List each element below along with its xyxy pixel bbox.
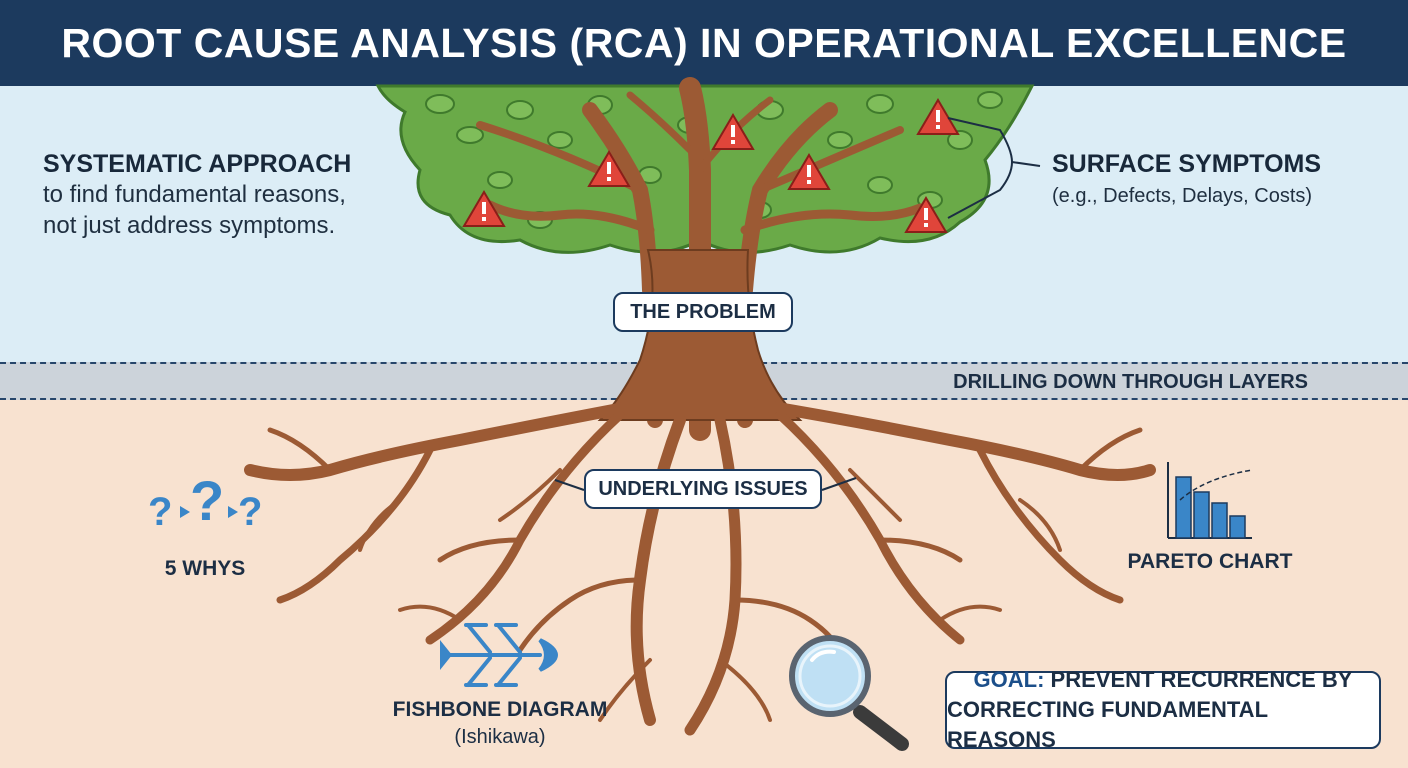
page-title: ROOT CAUSE ANALYSIS (RCA) IN OPERATIONAL… [61,19,1347,66]
goal-line-1: GOAL: PREVENT RECURRENCE BY [974,665,1353,695]
pareto-chart-icon [1167,462,1253,539]
warning-icon [787,153,831,190]
warning-icon [587,150,631,187]
pareto-chart-label: PARETO CHART [1127,550,1293,573]
warning-icon [916,98,960,135]
header-bar: ROOT CAUSE ANALYSIS (RCA) IN OPERATIONAL… [0,0,1408,86]
intro-line-1: to find fundamental reasons, [43,181,346,208]
layers-label: DRILLING DOWN THROUGH LAYERS [953,371,1308,393]
fishbone-sublabel: (Ishikawa) [454,726,546,748]
fishbone-icon [440,623,558,687]
symptoms-block: SURFACE SYMPTOMS (e.g., Defects, Delays,… [1052,150,1392,208]
issues-connector [554,479,585,491]
svg-text:?: ? [238,490,262,534]
symptoms-examples: (e.g., Defects, Delays, Costs) [1052,185,1313,207]
symptoms-bracket [947,117,1041,219]
goal-prefix: GOAL: [973,667,1045,692]
goal-line-2: CORRECTING FUNDAMENTAL REASONS [947,697,1268,752]
issues-connector [821,477,857,491]
goal-line-1-text: PREVENT RECURRENCE BY [1050,667,1353,692]
svg-text:?: ? [148,490,172,534]
goal-box: GOAL: PREVENT RECURRENCE BY CORRECTING F… [945,667,1381,752]
intro-block: SYSTEMATIC APPROACH to find fundamental … [43,150,443,241]
warning-icon [904,196,948,233]
svg-text:?: ? [190,469,224,532]
magnifying-glass-icon [789,635,909,751]
question-mark-icon: ? ? ? [148,469,262,534]
five-whys-label: 5 WHYS [164,557,246,580]
intro-line-2: not just address symptoms. [43,212,336,239]
warning-icon [711,113,755,150]
warning-icon [462,190,506,227]
problem-label: THE PROBLEM [613,292,793,332]
trunk-base [597,249,803,421]
underlying-issues-label: UNDERLYING ISSUES [584,469,822,509]
symptoms-heading: SURFACE SYMPTOMS [1052,150,1322,178]
intro-heading: SYSTEMATIC APPROACH [43,150,352,178]
fishbone-label: FISHBONE DIAGRAM [392,698,608,721]
